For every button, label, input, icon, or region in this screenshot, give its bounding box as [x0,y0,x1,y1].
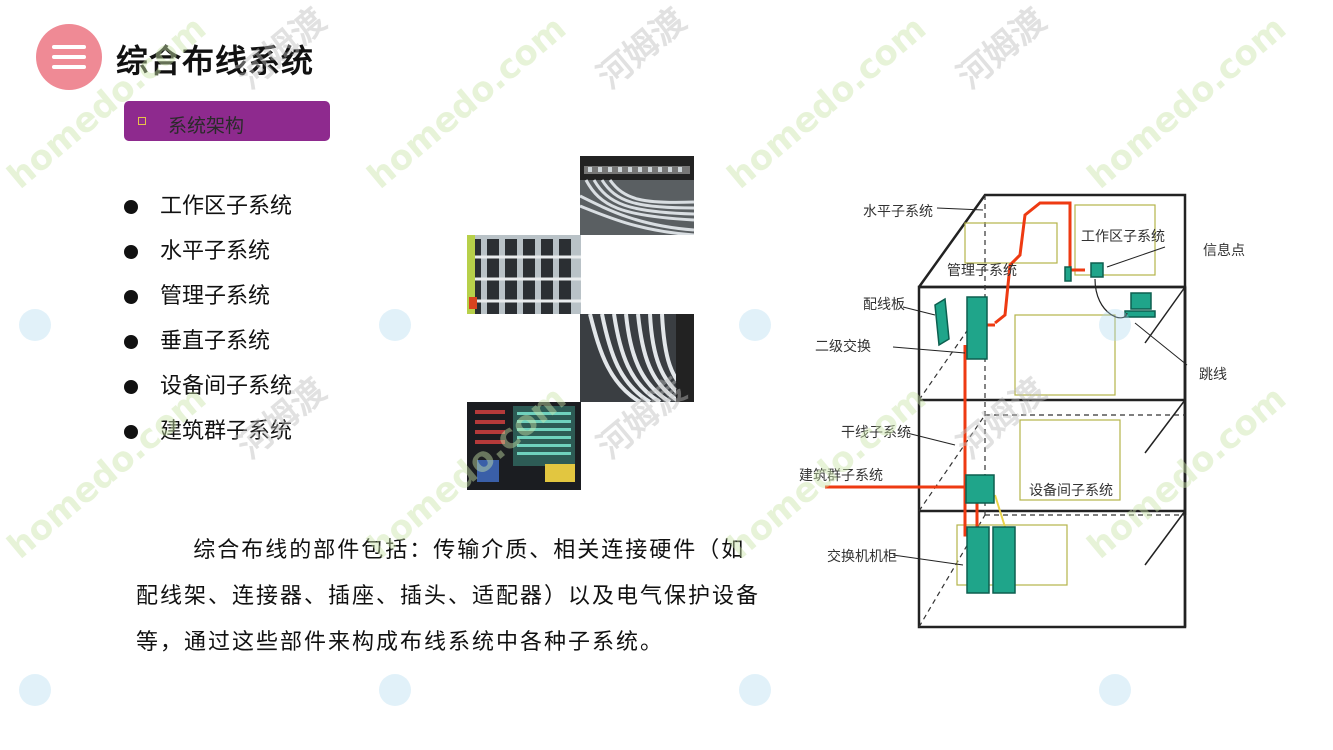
section-label: 系统架构 [168,115,245,137]
cable-bundle-photo [580,314,694,402]
watermark-domain: homedo.com [720,8,934,197]
page-title: 综合布线系统 [116,42,315,80]
label-work-area-subsystem: 工作区子系统 [1081,229,1165,245]
cable-tray-photo [467,235,581,314]
bullet-dot-icon [124,245,138,259]
bullet-dot-icon [124,290,138,304]
list-item: 建筑群子系统 [120,413,292,458]
watermark-brand: 河姆渡 [590,1,694,97]
patch-panel-photo [580,156,694,235]
description-paragraph: 综合布线的部件包括：传输介质、相关连接硬件（如配线架、连接器、插座、插头、适配器… [136,538,761,655]
bullet-dot-icon [124,425,138,439]
watermark-domain: homedo.com [360,8,574,197]
square-bullet-icon [138,117,146,125]
subsystem-list: 工作区子系统 水平子系统 管理子系统 垂直子系统 设备间子系统 建筑群子系统 [120,188,292,458]
cabling-system-diagram: 水平子系统 工作区子系统 信息点 管理子系统 配线板 二级交换 跳线 干线子系统… [799,193,1245,629]
label-backbone-subsystem: 干线子系统 [841,425,911,441]
label-info-point: 信息点 [1203,242,1245,259]
bullet-dot-icon [124,200,138,214]
list-item: 工作区子系统 [120,188,292,233]
list-item: 管理子系统 [120,278,292,323]
label-patch-panel: 配线板 [863,297,905,313]
label-equipment-room-subsystem: 设备间子系统 [1029,482,1113,499]
list-item: 设备间子系统 [120,368,292,413]
list-item: 垂直子系统 [120,323,292,368]
equipment-rack-photo [467,402,581,490]
bullet-dot-icon [124,335,138,349]
label-secondary-switch: 二级交换 [815,338,871,355]
label-switch-cabinet: 交换机机柜 [827,548,897,565]
label-jumper: 跳线 [1199,367,1227,383]
bullet-dot-icon [124,380,138,394]
menu-icon[interactable] [36,24,102,90]
label-management-subsystem: 管理子系统 [947,263,1017,279]
label-campus-subsystem: 建筑群子系统 [799,468,883,484]
section-badge: 系统架构 [124,101,330,141]
label-horizontal-subsystem: 水平子系统 [863,204,933,220]
watermark-brand: 河姆渡 [950,1,1054,97]
watermark-domain: homedo.com [1080,8,1294,197]
list-item: 水平子系统 [120,233,292,278]
